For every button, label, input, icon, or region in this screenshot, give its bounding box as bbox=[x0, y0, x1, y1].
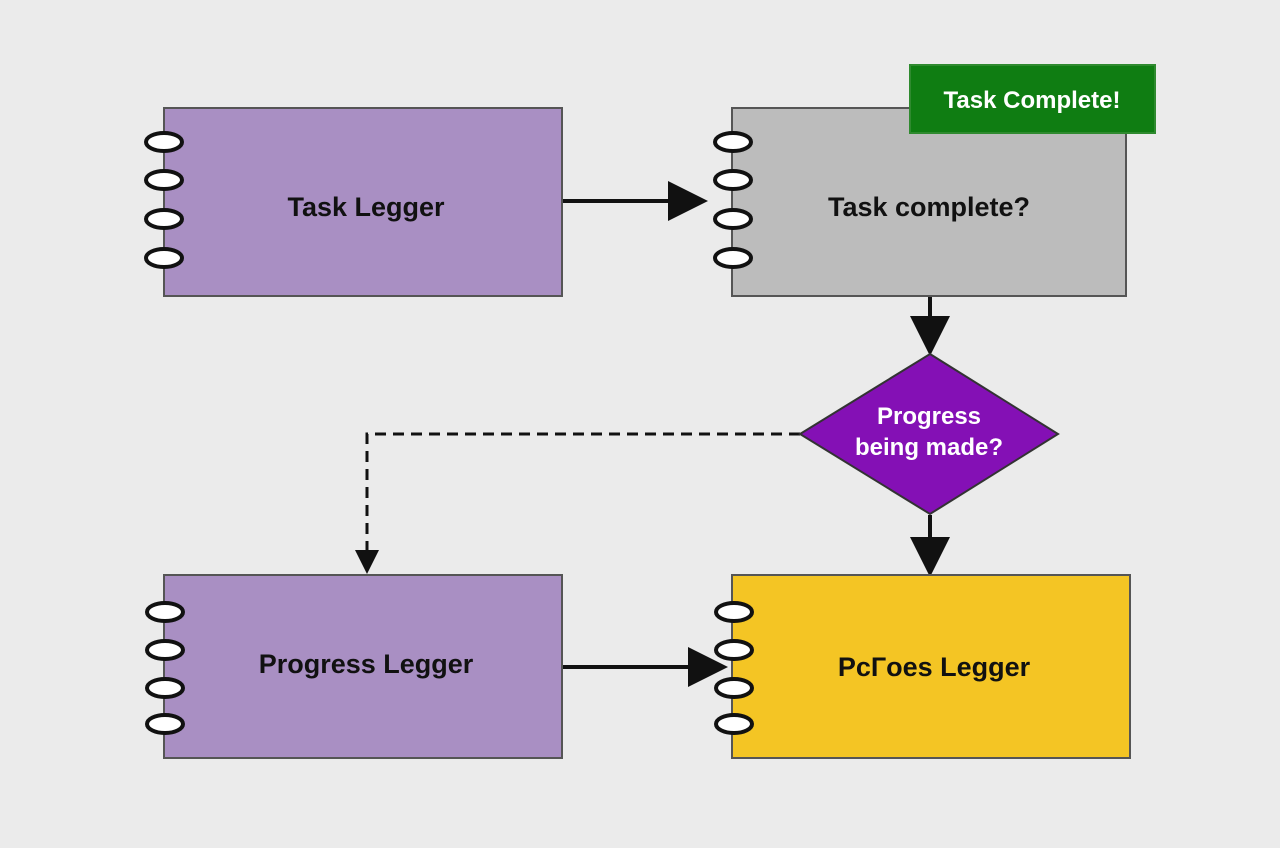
task-ledger-node: Task Legger bbox=[144, 107, 563, 297]
process-ledger-node: PcГoes Legger bbox=[714, 574, 1131, 759]
progress-decision-node: Progress being made? bbox=[798, 352, 1060, 516]
binder-rings bbox=[145, 601, 185, 735]
progress-ledger-label: Progress Legger bbox=[259, 649, 474, 679]
progress-decision-line1: Progress bbox=[877, 403, 981, 430]
process-ledger-label: PcГoes Legger bbox=[838, 652, 1031, 682]
task-ledger-label: Task Legger bbox=[287, 192, 445, 222]
progress-ledger-node: Progress Legger bbox=[145, 574, 563, 759]
binder-rings bbox=[713, 131, 753, 269]
task-complete-badge-label: Task Complete! bbox=[944, 87, 1121, 114]
binder-rings bbox=[144, 131, 184, 269]
binder-rings bbox=[714, 601, 754, 735]
task-complete-check-node: Task complete? bbox=[713, 107, 1127, 297]
dashed-arrow-decision-to-progress-ledger bbox=[355, 432, 800, 574]
progress-decision-line2: being made? bbox=[855, 434, 1003, 461]
task-complete-check-label: Task complete? bbox=[828, 192, 1030, 222]
task-complete-badge: Task Complete! bbox=[909, 64, 1156, 134]
